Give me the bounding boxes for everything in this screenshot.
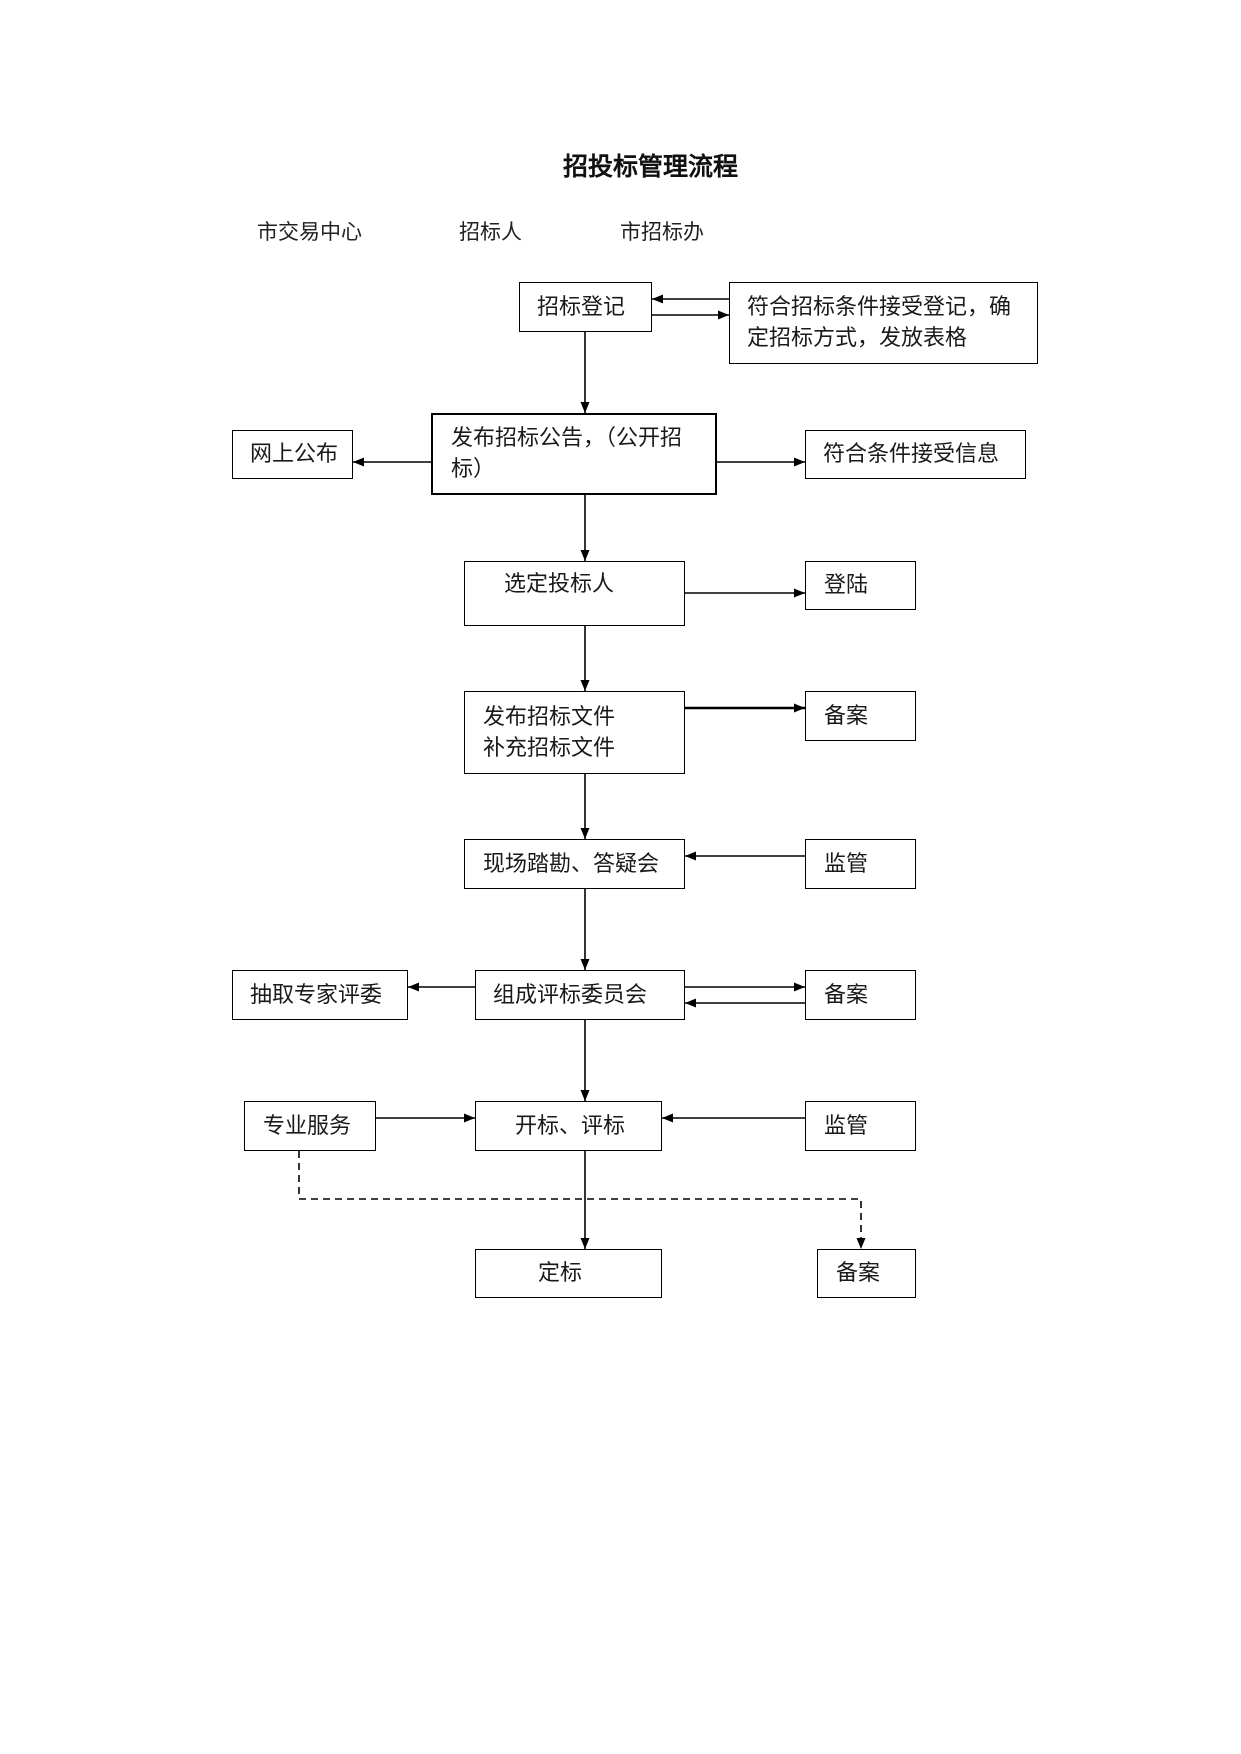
node-label: 选定投标人 (504, 572, 615, 597)
node-label: 监管 (824, 1113, 869, 1139)
node-label-line-2: 定招标方式，发放表格 (747, 326, 968, 351)
node-draw-experts: 抽取专家评委 (232, 970, 408, 1020)
node-label-line-1: 发布招标公告，（公开招 (451, 426, 683, 451)
node-supervision-bid-opening: 监管 (805, 1101, 916, 1151)
node-label: 备案 (836, 1261, 881, 1286)
node-tender-registration: 招标登记 (519, 282, 652, 332)
node-filing-documents: 备案 (805, 691, 916, 741)
node-login: 登陆 (805, 561, 916, 610)
node-select-bidders: 选定投标人 (464, 561, 685, 626)
node-supervision-site-visit: 监管 (805, 839, 916, 889)
node-form-committee: 组成评标委员会 (475, 970, 685, 1020)
node-site-visit: 现场踏勘、答疑会 (464, 839, 685, 889)
column-header-tenderer: 招标人 (459, 220, 522, 244)
page-title: 招投标管理流程 (563, 152, 739, 181)
node-label: 定标 (538, 1261, 583, 1286)
node-filing-award: 备案 (817, 1249, 916, 1298)
node-online-publish: 网上公布 (232, 430, 353, 479)
node-label: 招标登记 (537, 294, 626, 320)
node-label-line-2: 标） (451, 457, 496, 482)
node-award: 定标 (475, 1249, 662, 1298)
node-label: 监管 (824, 851, 869, 877)
node-professional-service: 专业服务 (244, 1101, 376, 1151)
node-bid-documents: 发布招标文件 补充招标文件 (464, 691, 685, 774)
node-label: 备案 (824, 703, 869, 729)
node-label: 登陆 (824, 573, 869, 598)
dashed-arrow-professional-service-to-filing (298, 1151, 866, 1249)
node-publish-notice: 发布招标公告，（公开招 标） (431, 413, 717, 495)
node-label: 开标、评标 (515, 1113, 626, 1139)
node-label: 组成评标委员会 (493, 982, 648, 1008)
node-label: 抽取专家评委 (250, 982, 383, 1008)
node-label: 现场踏勘、答疑会 (483, 851, 660, 877)
node-label: 符合条件接受信息 (823, 442, 1000, 467)
node-bid-opening: 开标、评标 (475, 1101, 662, 1151)
node-label-line-1: 符合招标条件接受登记，确 (747, 295, 1012, 320)
column-header-tender-office: 市招标办 (620, 220, 704, 244)
column-header-trading-center: 市交易中心 (257, 220, 362, 244)
node-label-line-1: 发布招标文件 (483, 704, 616, 730)
node-accept-info: 符合条件接受信息 (805, 430, 1026, 479)
node-registration-review: 符合招标条件接受登记，确 定招标方式，发放表格 (729, 282, 1038, 364)
node-label: 备案 (824, 982, 869, 1008)
node-label-line-2: 补充招标文件 (483, 735, 616, 761)
node-label: 网上公布 (250, 442, 339, 467)
node-label: 专业服务 (263, 1113, 352, 1139)
node-filing-committee: 备案 (805, 970, 916, 1020)
